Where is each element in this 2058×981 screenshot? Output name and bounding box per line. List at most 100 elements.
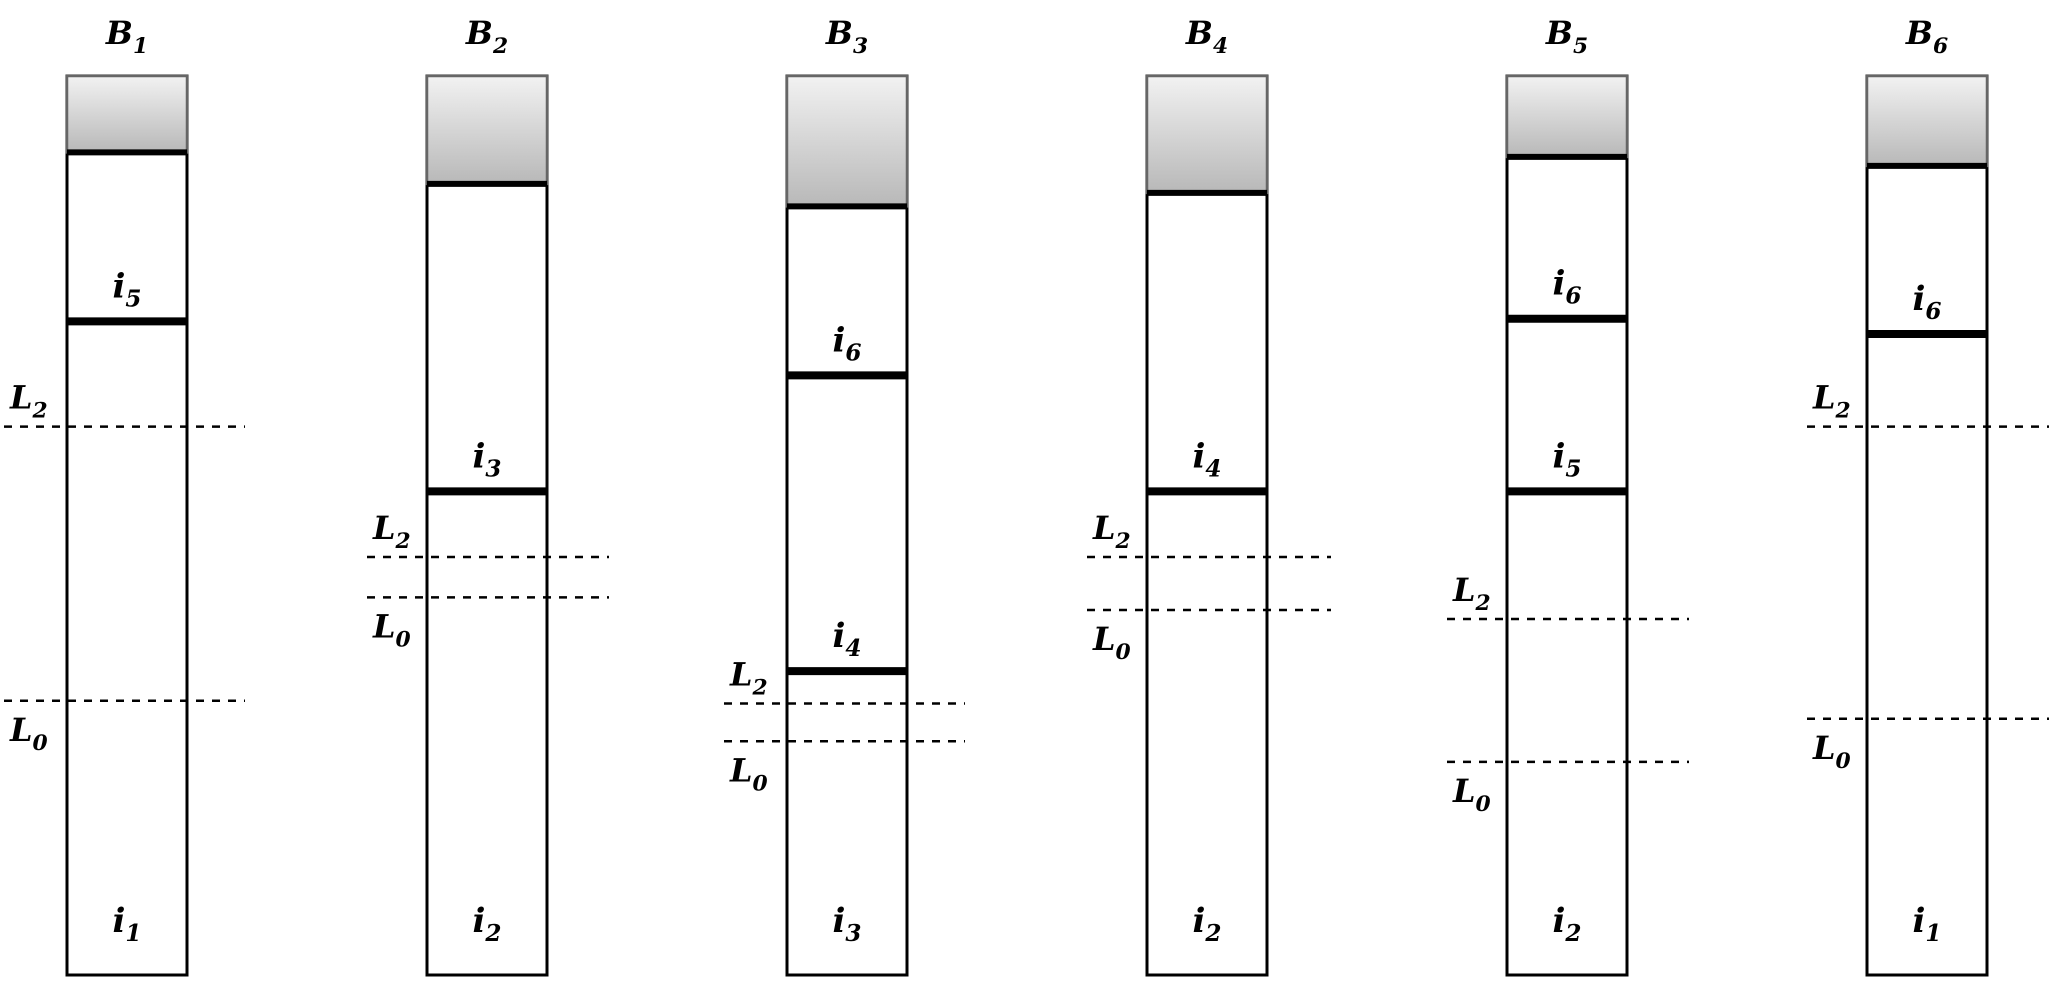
item-label-subscript: 5 [125,285,141,312]
item-label: i1 [112,901,141,947]
item-label-base: i [1552,901,1565,941]
item-label: i6 [832,320,861,366]
level-label: L0 [9,711,48,756]
bin-title-subscript: 4 [1213,34,1228,59]
level-label-subscript: 0 [753,771,768,796]
item-label-subscript: 6 [1925,298,1941,325]
bins-layer: B1i5i1L2L0B2i3i2L2L0B3i6i4i3L2L0B4i4i2L2… [4,14,2049,977]
level-label-base: L [372,509,396,547]
bin-title: B4 [1185,14,1228,59]
bin-title: B3 [825,14,868,59]
level-label-base: L [372,607,396,645]
level-label: L0 [1092,620,1131,665]
item-label: i5 [1552,436,1581,482]
bin-unused-cap [1865,74,1989,168]
item-label-base: i [832,320,845,360]
item-label: i3 [832,901,861,947]
item-label: i1 [1912,901,1941,947]
bin-unused-cap [785,74,909,208]
bin-title-base: B [1545,14,1573,52]
item-label-subscript: 1 [125,920,141,947]
level-label-subscript: 0 [33,731,48,756]
bin-frame [1505,74,1629,977]
bin-title-subscript: 6 [1933,34,1948,59]
item-label: i2 [472,901,501,947]
level-label-subscript: 0 [1116,640,1131,665]
bin-title-subscript: 1 [133,34,148,59]
bin-title: B1 [105,14,148,59]
item-label-subscript: 6 [845,339,861,366]
level-label-base: L [1812,379,1836,417]
level-label: L2 [372,509,411,554]
item-label: i6 [1552,264,1581,310]
level-label: L2 [1452,571,1491,616]
item-label-base: i [1912,279,1925,319]
item-label-subscript: 2 [1564,920,1581,947]
item-label: i2 [1552,901,1581,947]
item-label-base: i [472,901,485,941]
level-label-base: L [1092,620,1116,658]
item-label-subscript: 2 [1204,920,1221,947]
level-label-base: L [729,656,753,694]
bin-title-base: B [465,14,493,52]
item-label-base: i [1192,436,1205,476]
level-label-subscript: 2 [1835,399,1851,424]
level-label-subscript: 0 [396,627,411,652]
item-label-base: i [832,901,845,941]
item-label: i3 [472,436,501,482]
level-label-base: L [1812,729,1836,767]
level-label: L0 [372,607,411,652]
bin-title: B5 [1545,14,1588,59]
bin-frame [785,74,909,977]
item-label-subscript: 3 [845,920,861,947]
bin-frame [425,74,549,977]
level-label-subscript: 2 [1475,591,1491,616]
bin-title-base: B [825,14,853,52]
bin-unused-cap [1505,74,1629,159]
level-label-base: L [9,711,33,749]
item-label-subscript: 3 [485,455,501,482]
level-label-subscript: 2 [1115,529,1131,554]
level-label: L2 [1812,379,1851,424]
item-label-base: i [1552,264,1565,304]
item-label-base: i [1552,436,1565,476]
level-label: L0 [729,751,768,796]
level-label-subscript: 2 [395,529,411,554]
item-label: i6 [1912,279,1941,325]
bin-unused-cap [1145,74,1269,195]
item-label-base: i [472,436,485,476]
item-label-subscript: 2 [484,920,501,947]
level-label-subscript: 2 [32,399,48,424]
bin-title-subscript: 3 [853,34,868,59]
level-label: L2 [729,656,768,701]
bin-frame [65,74,189,977]
level-label-subscript: 0 [1836,749,1851,774]
level-label: L2 [1092,509,1131,554]
item-label-base: i [1912,901,1925,941]
bin-frame [1865,74,1989,977]
level-label: L0 [1452,772,1491,817]
bin-title-subscript: 2 [492,34,508,59]
bin-title: B6 [1905,14,1948,59]
item-label-subscript: 6 [1565,283,1581,310]
level-label: L2 [9,379,48,424]
level-label-base: L [1452,571,1476,609]
item-label-base: i [112,266,125,306]
bin-title-base: B [1905,14,1933,52]
item-label-base: i [832,616,845,656]
item-label-subscript: 4 [1205,455,1221,482]
bin-unused-cap [65,74,189,154]
level-label-base: L [1452,772,1476,810]
bin-unused-cap [425,74,549,186]
item-label-base: i [1192,901,1205,941]
item-label: i5 [112,266,141,312]
bin-title-base: B [105,14,133,52]
item-label: i4 [832,616,861,662]
level-label: L0 [1812,729,1851,774]
